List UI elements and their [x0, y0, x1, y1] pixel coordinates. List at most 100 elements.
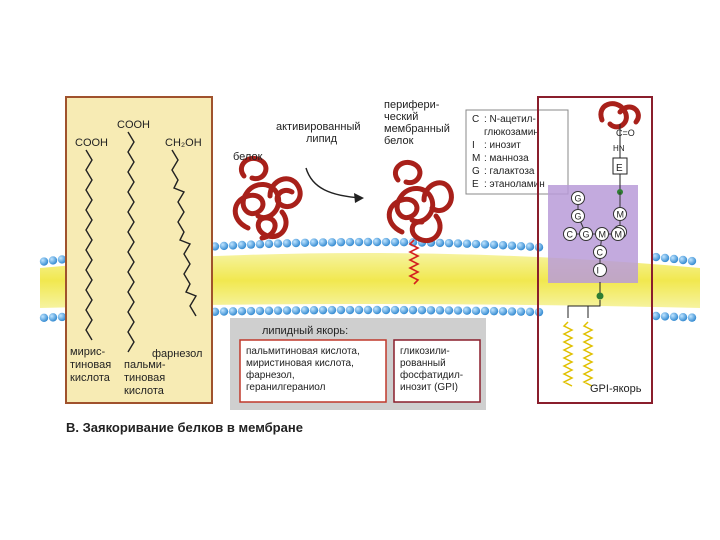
lipid-head — [489, 240, 499, 250]
lipid-head — [57, 312, 67, 322]
protein-label: белок — [233, 151, 263, 163]
myristic-name-3: кислота — [70, 372, 111, 384]
peripheral-protein-label-1: перифери- — [384, 99, 440, 111]
sugar-residue — [571, 209, 585, 223]
figure-caption: В. Заякоривание белков в мембране — [66, 420, 303, 435]
legend-text: : инозит — [484, 140, 521, 151]
gpi-protein-tail — [598, 101, 641, 130]
lipid-head — [462, 239, 472, 248]
membrane-lower-heads — [39, 305, 697, 323]
legend-text: : N-ацетил- — [484, 114, 536, 125]
lipid-head — [309, 306, 319, 315]
lipid-head — [453, 306, 463, 315]
lipid-head — [444, 238, 454, 248]
myristic-acid-chain — [85, 149, 93, 341]
anchor-gpi-3: фосфатидил- — [400, 369, 463, 381]
palmitic-name-1: пальми- — [124, 359, 166, 371]
lipid-head — [669, 254, 679, 264]
lipid-head — [390, 305, 400, 315]
lipid-head — [255, 240, 265, 249]
anchor-box-title: липидный якорь: — [262, 325, 348, 337]
lipid-head — [48, 313, 58, 322]
lipid-head — [480, 240, 490, 249]
lipid-head — [246, 240, 256, 249]
sugar-residue — [579, 227, 593, 241]
lipid-head — [669, 312, 679, 321]
lipid-head — [363, 237, 373, 247]
sugar-residue — [563, 227, 577, 241]
peripheral-protein-label-2: ческий — [384, 111, 418, 123]
anchor-gpi-1: гликозили- — [400, 346, 450, 357]
lipid-head — [300, 238, 310, 247]
lipid-head — [417, 305, 427, 315]
lipid-head — [39, 257, 49, 266]
sugar-letter: M — [615, 230, 623, 240]
sugar-letter: M — [617, 210, 625, 220]
gpi-anchor-panel: C=O HN E GMGMCGMMCI GPI-якорь — [537, 96, 653, 404]
legend-text: : манноза — [484, 153, 529, 164]
transfer-arrow — [305, 167, 363, 199]
gpi-fatty-chain-2 — [582, 321, 594, 387]
lipid-head — [273, 239, 283, 248]
lipid-head — [264, 306, 274, 315]
lipid-head — [354, 237, 364, 247]
legend-text: : этаноламин — [484, 179, 545, 190]
lipid-head — [237, 240, 247, 250]
ethanolamine-letter: E — [616, 163, 623, 174]
legend-letter: M — [472, 153, 480, 164]
anchor-gpi-2: рованный — [400, 358, 446, 369]
anchor-lipid-4: геранилгераниол — [246, 382, 326, 393]
free-protein — [232, 156, 303, 241]
lipid-head — [687, 313, 697, 322]
sugar-residue — [595, 227, 609, 241]
lipid-head — [345, 237, 355, 247]
lipid-head — [219, 241, 229, 251]
lipid-head — [435, 306, 445, 315]
lipid-head — [525, 242, 535, 251]
lipid-head — [264, 239, 274, 249]
sugar-residue — [593, 245, 607, 259]
anchor-summary-box: липидный якорь: пальмитиновая кислота, м… — [230, 318, 486, 410]
lipid-head — [57, 255, 67, 264]
lipid-head — [381, 305, 391, 315]
lipid-head — [399, 238, 409, 247]
lipid-head — [363, 305, 373, 315]
lipid-head — [507, 241, 517, 250]
lipid-head — [516, 241, 526, 251]
lipid-head — [345, 305, 355, 315]
farnesol-ch2oh-label: CH₂OH — [165, 137, 202, 149]
palmitic-cooh-label: COOH — [117, 119, 150, 131]
gpi-fatty-chain-1 — [562, 321, 574, 387]
transfer-arrow-head — [354, 193, 364, 203]
sugar-letter: G — [583, 230, 590, 240]
lipid-head — [471, 239, 481, 249]
lipid-head — [228, 241, 238, 250]
lipid-head — [300, 306, 310, 315]
lipid-head — [48, 256, 58, 265]
lipid-head — [354, 305, 364, 315]
lipid-head — [399, 305, 409, 315]
sugar-letter: M — [599, 230, 607, 240]
lipid-head — [651, 252, 661, 262]
lipid-head — [282, 306, 292, 315]
palmitic-name-2: тиновая — [124, 372, 165, 384]
lipid-head — [336, 305, 346, 315]
lipid-head — [309, 238, 319, 247]
lipid-panel-bg — [65, 96, 213, 404]
gpi-anchor-label: GPI-якорь — [590, 383, 642, 395]
lipid-anchor-chain — [408, 239, 420, 285]
anchor-lipid-3: фарнезол, — [246, 369, 295, 381]
sugar-residue — [613, 207, 627, 221]
lipid-head — [381, 237, 391, 247]
lipid-head — [444, 306, 454, 315]
palmitic-name-3: кислота — [124, 385, 165, 397]
lipid-head — [516, 307, 526, 316]
lipid-head — [480, 306, 490, 316]
lipid-head — [660, 312, 670, 321]
sugar-letter: C — [567, 230, 574, 240]
lipid-head — [390, 237, 400, 247]
activated-lipid-label-1: активированный — [276, 121, 361, 133]
lipid-head — [435, 238, 445, 248]
lipid-head — [327, 305, 337, 315]
